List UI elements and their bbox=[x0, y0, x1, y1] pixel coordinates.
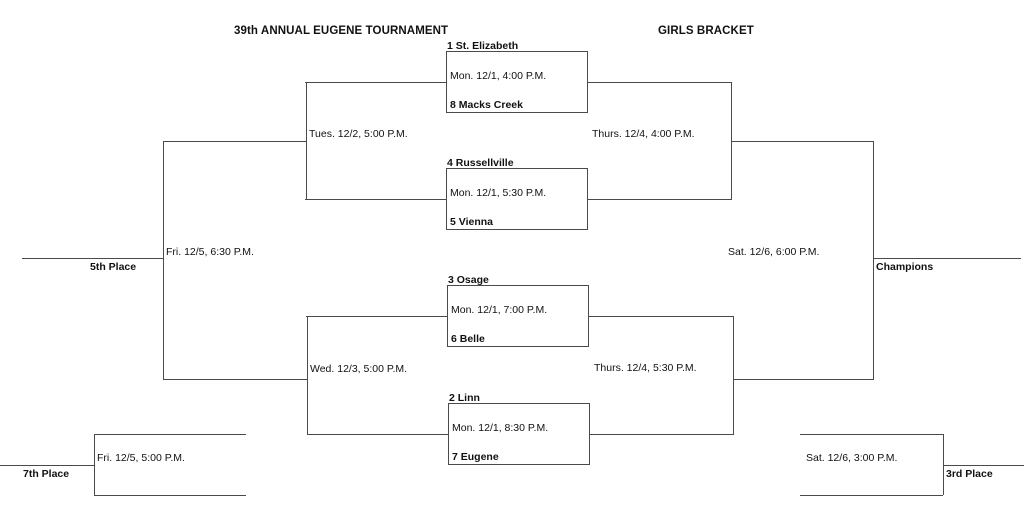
game-1-bottom-seed: 8 Macks Creek bbox=[450, 99, 523, 111]
game-4-top-seed: 2 Linn bbox=[449, 392, 480, 404]
consolation-lower-time: Wed. 12/3, 5:00 P.M. bbox=[310, 363, 408, 375]
game-3-winner-feed bbox=[589, 316, 592, 317]
game-2-bottom-seed: 5 Vienna bbox=[450, 216, 493, 228]
semi-lower-top-line bbox=[591, 316, 733, 317]
champions-label: Champions bbox=[876, 261, 934, 273]
fifth-place-line bbox=[22, 258, 164, 259]
page-title: 39th ANNUAL EUGENE TOURNAMENT bbox=[234, 25, 449, 37]
seventh-place-label: 7th Place bbox=[23, 468, 70, 480]
final-top-line bbox=[732, 141, 874, 142]
seventh-place-bottom-line bbox=[94, 495, 246, 496]
seventh-place-left-line bbox=[94, 434, 95, 495]
game-2-time: Mon. 12/1, 5:30 P.M. bbox=[450, 187, 547, 199]
fifth-place-left-line bbox=[163, 141, 164, 380]
game-4-bottom-seed: 7 Eugene bbox=[452, 451, 499, 463]
third-place-time: Sat. 12/6, 3:00 P.M. bbox=[806, 452, 898, 464]
game-1-time: Mon. 12/1, 4:00 P.M. bbox=[450, 70, 547, 82]
semi-lower-bottom-line bbox=[592, 434, 734, 435]
fifth-place-top-line bbox=[163, 141, 306, 142]
fifth-place-label: 5th Place bbox=[90, 261, 137, 273]
third-place-line bbox=[943, 465, 1024, 466]
champions-line bbox=[873, 258, 1021, 259]
game-4-winner-feed bbox=[590, 434, 593, 435]
final-bottom-line bbox=[733, 379, 874, 380]
game-1-top-seed: 1 St. Elizabeth bbox=[447, 40, 519, 52]
semi-upper-time: Thurs. 12/4, 4:00 P.M. bbox=[592, 128, 695, 140]
game-2-top-seed: 4 Russellville bbox=[447, 157, 514, 169]
consolation-upper-time: Tues. 12/2, 5:00 P.M. bbox=[309, 128, 408, 140]
final-time: Sat. 12/6, 6:00 P.M. bbox=[728, 246, 820, 258]
consolation-upper-bottom-line bbox=[305, 199, 447, 200]
third-place-right-line bbox=[943, 434, 944, 495]
bracket-division-title: GIRLS BRACKET bbox=[658, 25, 754, 37]
consolation-upper-top-line bbox=[305, 82, 447, 83]
consolation-lower-left-line bbox=[307, 316, 308, 435]
semi-upper-bottom-line bbox=[590, 199, 732, 200]
game-3-time: Mon. 12/1, 7:00 P.M. bbox=[451, 304, 548, 316]
semi-upper-top-line bbox=[590, 82, 732, 83]
third-place-top-line bbox=[800, 434, 943, 435]
game-3-bottom-seed: 6 Belle bbox=[451, 333, 485, 345]
game-1-winner-feed bbox=[588, 82, 591, 83]
consolation-upper-left-line bbox=[306, 82, 307, 200]
game-4-time: Mon. 12/1, 8:30 P.M. bbox=[452, 422, 549, 434]
game-3-top-seed: 3 Osage bbox=[448, 274, 489, 286]
seventh-place-line bbox=[0, 465, 95, 466]
consolation-lower-top-line bbox=[306, 316, 448, 317]
fifth-place-time: Fri. 12/5, 6:30 P.M. bbox=[166, 246, 254, 258]
semi-lower-right-line bbox=[733, 316, 734, 435]
final-right-line bbox=[873, 141, 874, 380]
semi-upper-right-line bbox=[731, 82, 732, 200]
consolation-lower-bottom-line bbox=[307, 434, 449, 435]
third-place-label: 3rd Place bbox=[946, 468, 993, 480]
game-2-winner-feed bbox=[588, 199, 591, 200]
seventh-place-time: Fri. 12/5, 5:00 P.M. bbox=[97, 452, 185, 464]
third-place-bottom-line bbox=[800, 495, 943, 496]
seventh-place-top-line bbox=[94, 434, 246, 435]
fifth-place-bottom-line bbox=[163, 379, 307, 380]
semi-lower-time: Thurs. 12/4, 5:30 P.M. bbox=[594, 362, 697, 374]
